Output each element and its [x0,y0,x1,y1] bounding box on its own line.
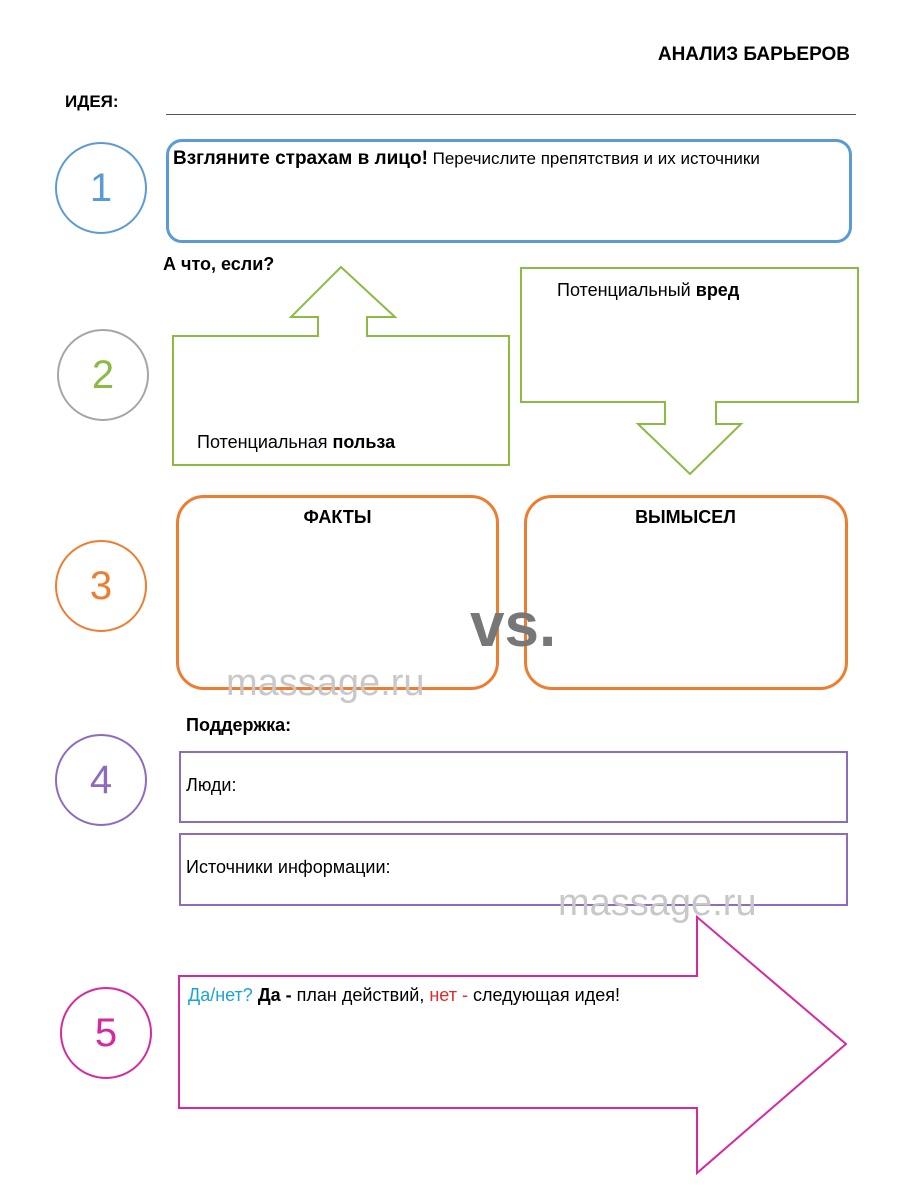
sources-box[interactable] [179,833,848,906]
vs-label: vs. [470,591,557,660]
plan-label: план действий, [296,985,430,1005]
watermark: massage.ru [226,662,425,704]
fears-box[interactable] [166,139,852,243]
fears-instruction: Перечислите препятствия и их источники [427,149,760,168]
decision-text: Да/нет? Да - план действий, нет - следую… [188,985,620,1006]
page-title: АНАЛИЗ БАРЬЕРОВ [657,44,850,65]
benefit-up-arrow [172,265,510,466]
harm-bold: вред [695,280,740,300]
fears-heading: Взгляните страхам в лицо! [173,148,428,169]
step-4-badge: 4 [55,734,147,826]
no-label: нет - [429,985,473,1005]
harm-prefix: Потенциальный [557,280,696,300]
benefit-bold: польза [332,432,396,452]
people-box[interactable] [179,751,848,823]
step-3-badge: 3 [55,540,147,632]
benefit-label: Потенциальная польза [197,432,395,453]
fiction-heading: ВЫМЫСЕЛ [635,507,736,527]
decision-right-arrow [178,914,848,1176]
yes-label: Да - [252,985,297,1005]
fears-prompt: Взгляните страхам в лицо! Перечислите пр… [173,148,760,170]
watermark: massage.ru [558,882,757,924]
step-5-badge: 5 [60,987,152,1079]
next-idea-label: следующая идея! [472,985,620,1005]
facts-heading: ФАКТЫ [303,507,372,527]
harm-label: Потенциальный вред [557,280,739,301]
people-label: Люди: [186,775,237,795]
fiction-box[interactable] [524,495,848,690]
facts-box[interactable] [176,495,499,690]
sources-label: Источники информации: [186,857,391,877]
what-if-label: А что, если? [163,254,275,274]
idea-input-line[interactable] [166,114,856,115]
benefit-prefix: Потенциальная [197,432,333,452]
step-2-badge: 2 [57,329,149,421]
yes-no-label: Да/нет? [188,985,253,1005]
step-1-badge: 1 [55,142,147,234]
support-heading: Поддержка: [186,715,292,735]
idea-label: ИДЕЯ: [65,92,119,111]
harm-down-arrow [520,267,859,476]
